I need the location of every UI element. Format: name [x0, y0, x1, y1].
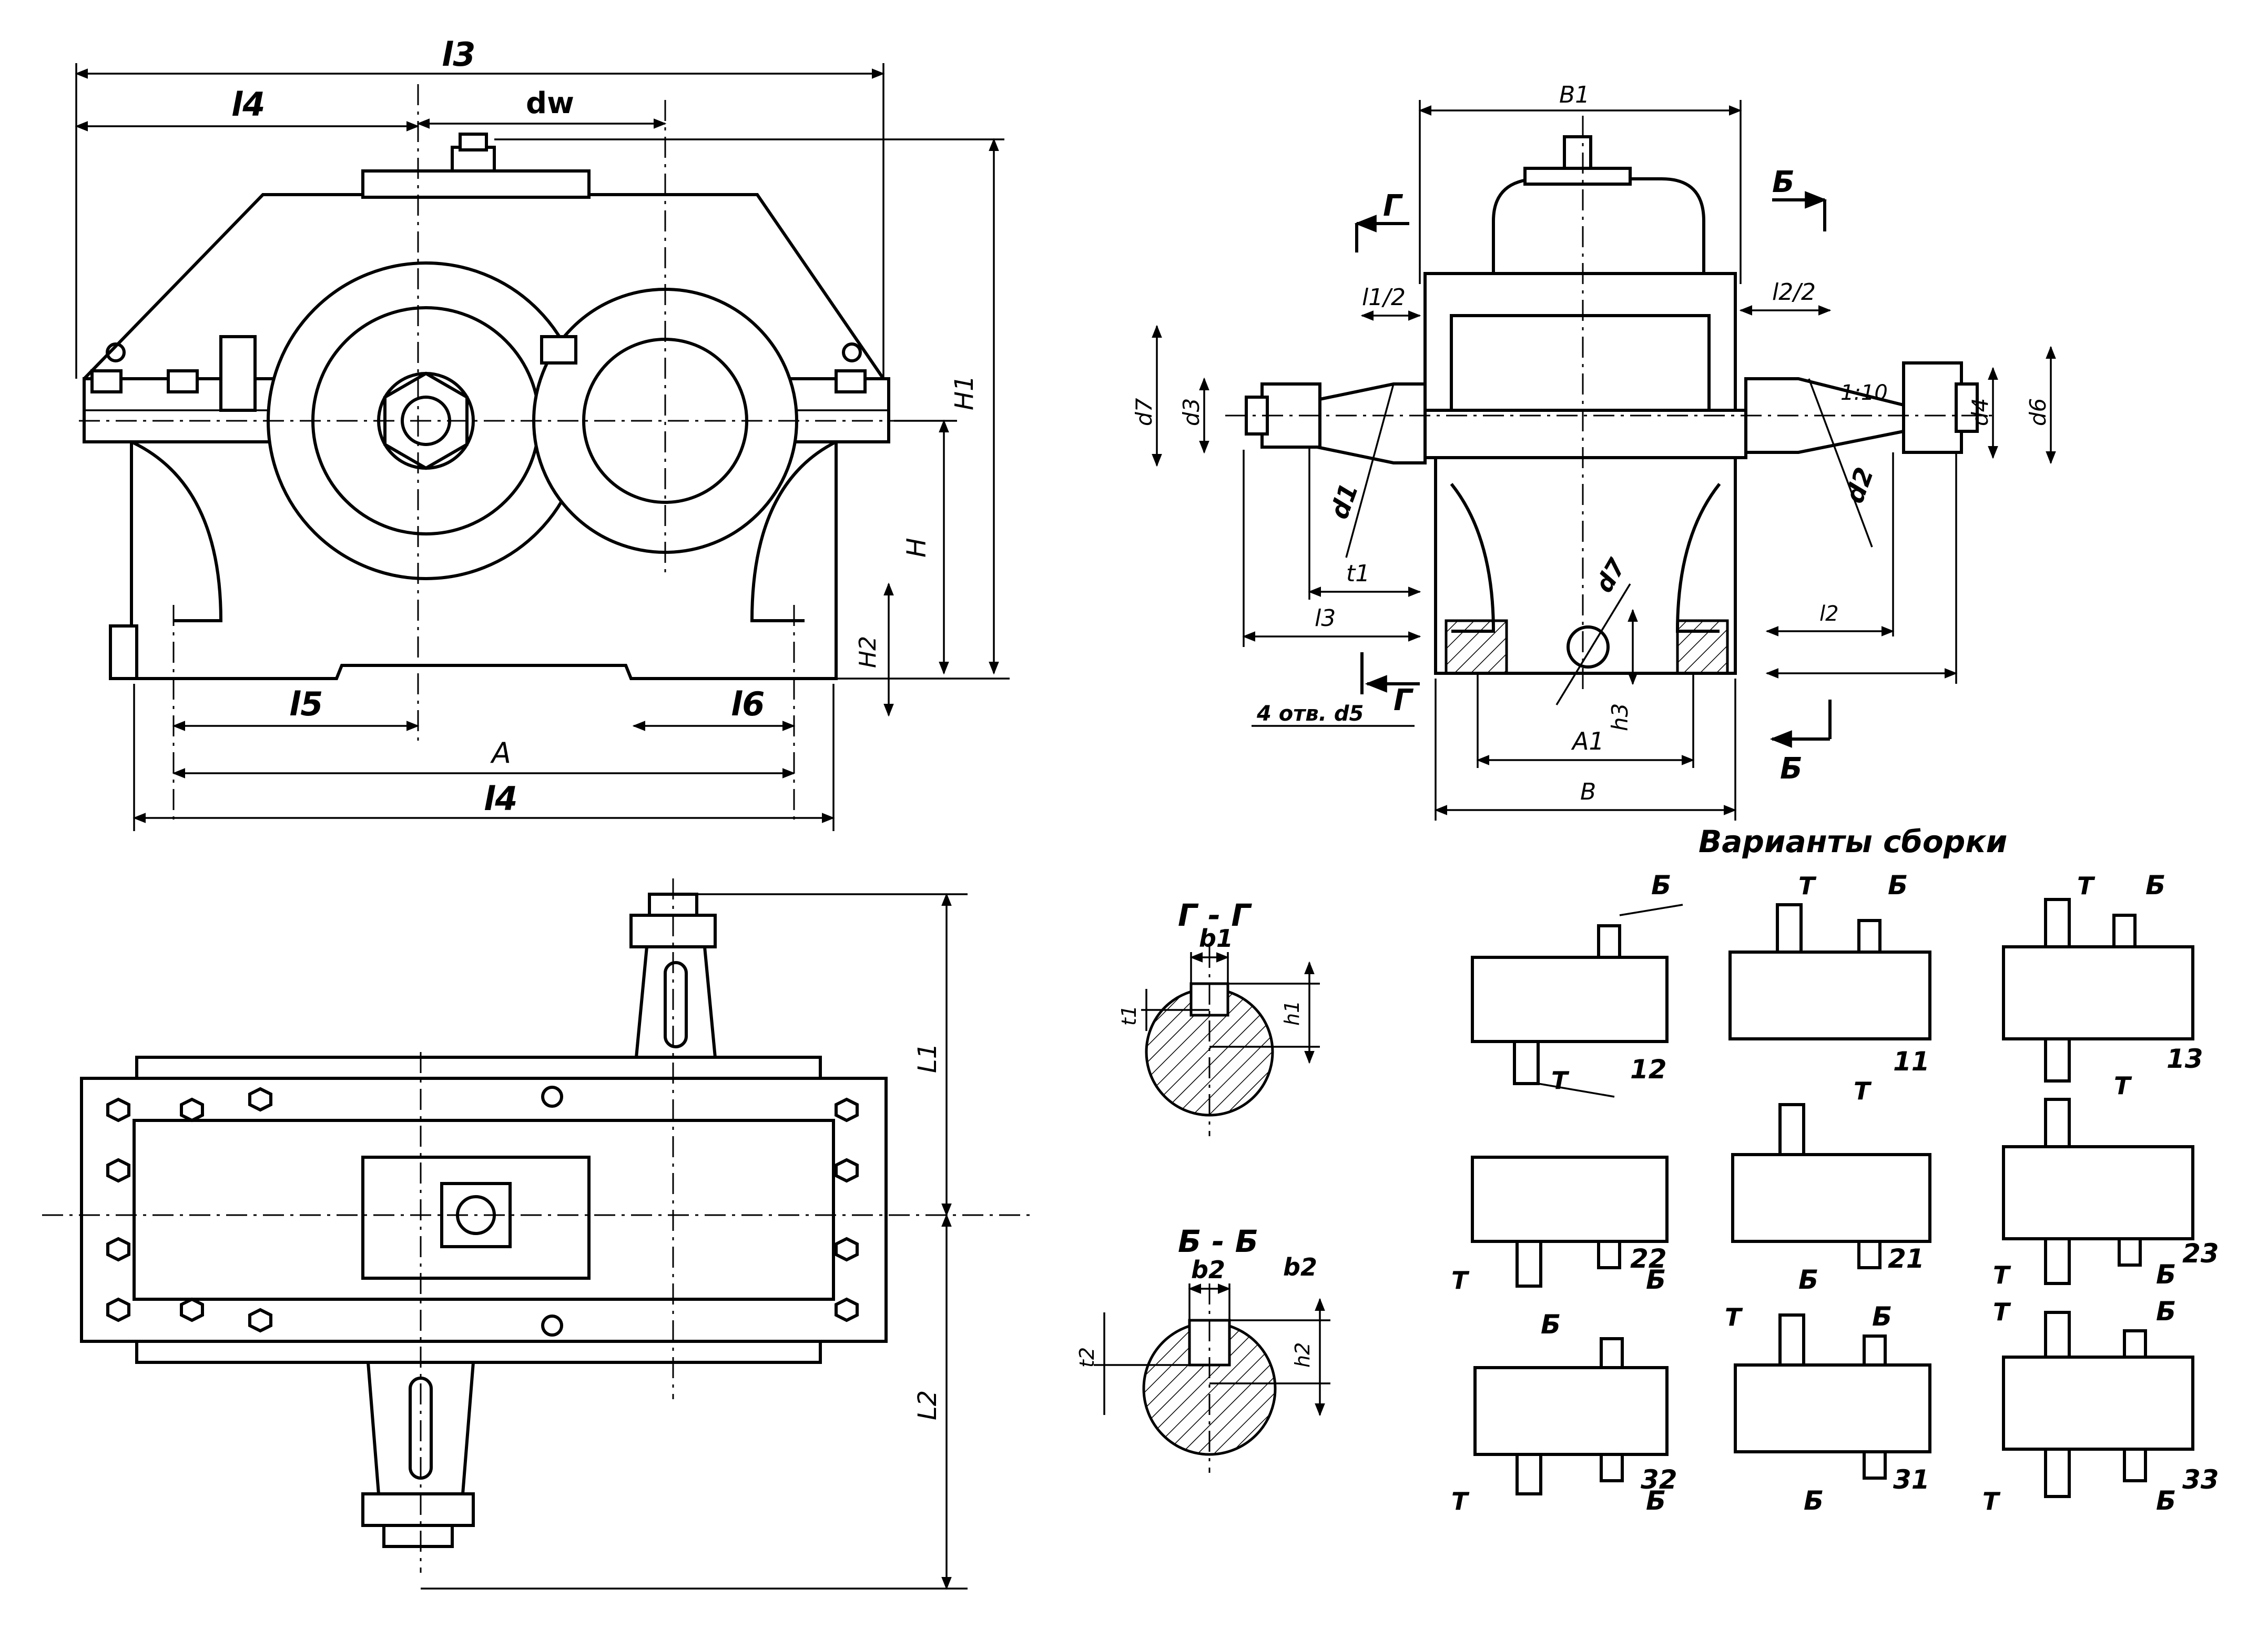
label-l1-half: l1/2 [1362, 284, 1406, 311]
variant-23: Т Т Б 23 [1993, 1071, 2219, 1290]
variant-12: Б Т 12 [1471, 870, 1683, 1098]
label-l5: l5 [289, 685, 323, 723]
label-l3-left: l3 [1315, 605, 1336, 632]
variant-21-code: 21 [1888, 1243, 1925, 1274]
label-L1: L1 [913, 1043, 942, 1073]
label-d3: d3 [1178, 398, 1204, 426]
variant-31-top-left: Т [1725, 1303, 1743, 1331]
section-gg-b1: b1 [1199, 924, 1233, 953]
variant-22-code: 22 [1630, 1243, 1667, 1274]
variant-11-top-right: Б [1888, 870, 1908, 901]
variant-32-top: Б [1541, 1309, 1561, 1340]
label-l6: l6 [731, 685, 765, 723]
plan-view: L1 L2 [42, 878, 1031, 1590]
variant-33-bottom-right: Б [2156, 1485, 2176, 1516]
variant-32-code: 32 [1641, 1464, 1677, 1495]
variant-32-bottom-right: Б [1646, 1485, 1666, 1516]
section-g-g: Г - Г b1 t1 h1 [1117, 897, 1320, 1136]
label-d4: d4 [1967, 398, 1993, 426]
variant-32-bottom-left: Т [1451, 1487, 1470, 1515]
section-mark-g-bottom: Г [1394, 683, 1414, 717]
front-view: l3 l4 dw H1 H H2 l5 l6 A l4 [75, 35, 1010, 831]
variant-31-code: 31 [1893, 1464, 1930, 1495]
section-mark-b-top: Б [1772, 165, 1795, 199]
label-l3: l3 [442, 35, 475, 74]
label-holes: 4 отв. d5 [1256, 702, 1364, 726]
variant-21: Т Б 21 [1731, 1077, 1931, 1295]
variant-23-top: Т [2114, 1071, 2132, 1100]
section-gg-h1: h1 [1280, 1000, 1304, 1026]
variant-23-bottom-left: Т [1993, 1261, 2011, 1289]
label-l4-bottom: l4 [484, 780, 517, 818]
label-l2-half: l2/2 [1772, 279, 1816, 306]
variant-21-top: Т [1854, 1077, 1872, 1105]
label-A1: A1 [1571, 727, 1604, 755]
variant-13-top-right: Б [2145, 870, 2165, 901]
section-mark-g-top: Г [1383, 189, 1403, 223]
plan-bolts [106, 1086, 859, 1337]
variant-31-bottom: Б [1804, 1485, 1824, 1516]
variant-33: Т Б Т Б 33 [1982, 1296, 2219, 1516]
label-d6: d6 [2025, 398, 2051, 426]
variant-21-bottom: Б [1798, 1265, 1818, 1295]
label-B: B [1580, 778, 1596, 805]
variant-33-top-right: Б [2156, 1296, 2176, 1327]
section-bb-title: Б - Б [1178, 1224, 1258, 1259]
label-d2: d2 [1840, 463, 1880, 507]
label-dw: dw [526, 86, 574, 120]
label-H1: H1 [950, 375, 979, 410]
section-gg-title: Г - Г [1178, 897, 1252, 933]
assembly-title: Варианты сборки [1699, 824, 2007, 860]
variant-31-top-right: Б [1872, 1301, 1892, 1332]
variant-33-top-left: Т [1993, 1298, 2011, 1326]
side-view: B1 Б Г l1/2 l2/2 1:10 d7 d3 d1 d4 d6 d2 [1131, 82, 2056, 821]
variant-33-code: 33 [2182, 1464, 2219, 1495]
variant-22: Т Б 22 [1451, 1156, 1669, 1295]
section-bb-b2: b2 [1191, 1256, 1225, 1284]
variant-11: Т Б 11 [1728, 870, 1931, 1077]
label-taper: 1:10 [1840, 381, 1888, 405]
section-bb-h2: h2 [1291, 1342, 1314, 1368]
label-B1: B1 [1559, 82, 1590, 108]
variant-13: Т Б 13 [2002, 870, 2203, 1083]
label-t1-left: t1 [1346, 560, 1370, 587]
variant-13-top-left: Т [2077, 872, 2096, 900]
variant-31: Т Б Б 31 [1725, 1301, 1931, 1516]
variant-11-code: 11 [1893, 1046, 1930, 1077]
assembly-variants: Варианты сборки Б Т 12 Т Б 11 Т Б [1451, 824, 2219, 1516]
section-bb-b2-side: b2 [1283, 1253, 1317, 1281]
variant-22-bottom-left: Т [1451, 1266, 1470, 1295]
label-l4-top: l4 [231, 85, 265, 124]
variant-12-code: 12 [1630, 1054, 1667, 1085]
variant-12-top: Б [1651, 870, 1671, 901]
variant-23-code: 23 [2182, 1238, 2219, 1269]
label-A: A [490, 736, 511, 770]
variant-22-bottom-right: Б [1646, 1265, 1666, 1295]
label-l2-right: l2 [1819, 602, 1839, 626]
variant-11-top-left: Т [1798, 872, 1817, 900]
variant-23-bottom-right: Б [2156, 1259, 2176, 1290]
label-H2: H2 [855, 636, 881, 668]
section-b-b: Б - Б b2 b2 t2 h2 [1075, 1224, 1330, 1473]
section-mark-b-bottom: Б [1780, 752, 1803, 786]
label-L2: L2 [913, 1390, 942, 1420]
label-H: H [901, 538, 932, 558]
variant-32: Б Т Б 32 [1451, 1309, 1677, 1516]
variant-33-bottom-left: Т [1982, 1487, 2001, 1515]
label-h3: h3 [1607, 703, 1633, 731]
label-d7: d7 [1131, 398, 1157, 426]
section-gg-t1: t1 [1117, 1005, 1141, 1026]
variant-12-bottom: Т [1551, 1066, 1570, 1095]
variant-13-code: 13 [2167, 1044, 2203, 1074]
section-bb-t2: t2 [1075, 1347, 1099, 1368]
